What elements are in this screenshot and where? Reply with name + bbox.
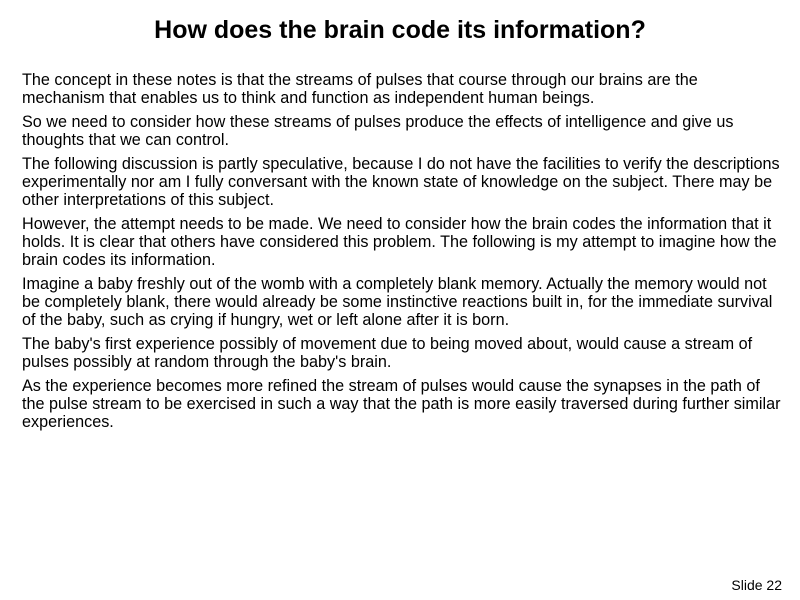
paragraph: However, the attempt needs to be made. W…: [22, 215, 777, 269]
slide-body: The concept in these notes is that the s…: [22, 71, 782, 437]
slide-number: Slide 22: [731, 577, 782, 593]
paragraph: Imagine a baby freshly out of the womb w…: [22, 275, 773, 329]
paragraph: The baby's first experience possibly of …: [22, 335, 753, 371]
paragraph: As the experience becomes more refined t…: [22, 377, 781, 431]
slide-title: How does the brain code its information?: [154, 16, 646, 44]
paragraph: The following discussion is partly specu…: [22, 155, 780, 209]
paragraph: The concept in these notes is that the s…: [22, 71, 698, 107]
paragraph: So we need to consider how these streams…: [22, 113, 734, 149]
